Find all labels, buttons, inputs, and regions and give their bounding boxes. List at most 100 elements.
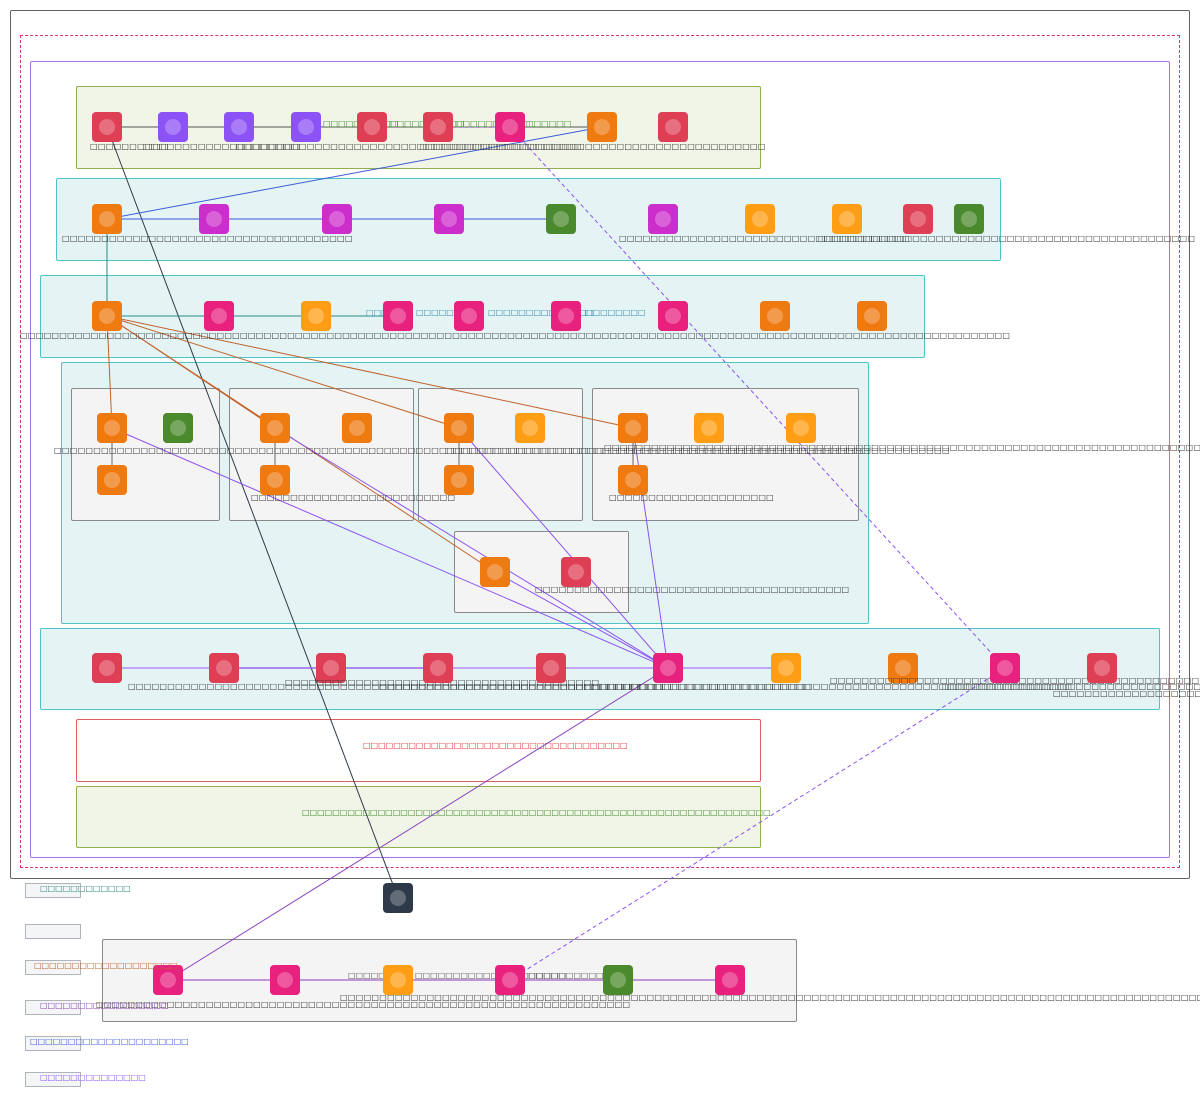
node-b1[interactable] [153, 965, 183, 995]
node-c3b[interactable] [515, 413, 545, 443]
node-dark[interactable] [383, 883, 413, 913]
edge-label: □□□□□□ [526, 119, 572, 128]
node-n3[interactable] [224, 112, 254, 142]
node-r4g[interactable] [771, 653, 801, 683]
node-r4b[interactable] [209, 653, 239, 683]
node-c4a[interactable] [618, 413, 648, 443]
node-r4c[interactable] [316, 653, 346, 683]
green-box-text: □□□□□□□□□□□□□□□□□□□□□□□□□□□□□□□□□□□□□□□□… [302, 808, 771, 817]
node-label: □□□□□□□□□□□□□□□□□□□□□□□□□□ [251, 493, 456, 502]
node-label: □□□□□□□□□□□□□□□□□□□□□□□□□□□□□□□□□□□□□ [619, 234, 910, 243]
node-label: □□□□□□□□□□□□□□□□□□□□□□□□□□□□□□□□□□□□□ [62, 234, 353, 243]
node-c4c[interactable] [786, 413, 816, 443]
node-r2a[interactable] [92, 204, 122, 234]
node-label: □□□□□□□□□□□□□□□□□□□□□□□□□□□□□□□□□□□□□□□□… [379, 682, 812, 691]
edge-label: □□□□□□□ [348, 971, 401, 980]
node-n2[interactable] [158, 112, 188, 142]
node-n9[interactable] [658, 112, 688, 142]
node-r2b[interactable] [199, 204, 229, 234]
node-r2c[interactable] [322, 204, 352, 234]
node-label: □□□□□□□□□□□□□□□□□□□□□□□□□□□□□□□□□□□□□□□□… [236, 142, 582, 151]
node-b5[interactable] [603, 965, 633, 995]
node-r3b[interactable] [204, 301, 234, 331]
node-n1[interactable] [92, 112, 122, 142]
node-r4h[interactable] [888, 653, 918, 683]
node-n8[interactable] [587, 112, 617, 142]
legend-label: □□□□□□□□□□□□□□□□□ [40, 1001, 169, 1010]
node-label: □□□□□□□□□□□□□□□□□□□□ [143, 142, 301, 151]
node-c2a[interactable] [260, 413, 290, 443]
legend-swatch [25, 883, 81, 898]
edge-label: □□□□ [366, 308, 397, 317]
node-b3[interactable] [383, 965, 413, 995]
node-c2c[interactable] [260, 465, 290, 495]
node-c1b[interactable] [163, 413, 193, 443]
node-b6[interactable] [715, 965, 745, 995]
node-label: □□□□□□□□□□□□□□□□□□□□□□□□□□□□□□□□□□□□□□□□… [1053, 689, 1200, 698]
legend-swatch [25, 960, 81, 975]
node-n5[interactable] [357, 112, 387, 142]
legend-label: □□□□□□□□□□□□□□□□□□□ [34, 961, 178, 970]
node-r2e[interactable] [546, 204, 576, 234]
node-r4a[interactable] [92, 653, 122, 683]
edge-label: □□□□□□□□□ [416, 308, 485, 317]
node-label: □□□□□□□□□□□□□□□□□□□□□□□□□□□□□□□□□□□□□□□□… [942, 682, 1200, 691]
node-label: □□□□□□□□□□□□□□□□□□□□□□□□□□□□□□□□□□□□□□□□… [585, 682, 1073, 691]
node-r2j[interactable] [954, 204, 984, 234]
node-r2d[interactable] [434, 204, 464, 234]
node-r3h[interactable] [760, 301, 790, 331]
node-r3e[interactable] [454, 301, 484, 331]
legend-swatch [25, 1036, 81, 1051]
node-n7[interactable] [495, 112, 525, 142]
node-r3d[interactable] [383, 301, 413, 331]
node-r2f[interactable] [648, 204, 678, 234]
legend-label: □□□□□□□□□□□□ [40, 884, 131, 893]
legend-swatch [25, 924, 81, 939]
node-label: □□□□□□□□□□□□□□□□□□□□□□□□□□□□□□□□□□□□□□□□… [54, 446, 950, 455]
node-label: □□□□□□□□□□□□□□□□□□□□□□□□□□□□□□□□□□□□□□□□… [128, 682, 663, 691]
node-r2i[interactable] [903, 204, 933, 234]
node-c3a[interactable] [444, 413, 474, 443]
node-r3a[interactable] [92, 301, 122, 331]
legend-swatch [25, 1072, 81, 1087]
node-label: □□□□□□□□□□□□□□□□□□□□□□□□□□□□□□□□□□□□□□□□ [535, 585, 850, 594]
legend-label: □□□□□□□□□□□□□□□□□□□□□ [30, 1037, 189, 1046]
node-r4d[interactable] [423, 653, 453, 683]
node-b4[interactable] [495, 965, 525, 995]
node-label: □□□□□□□□□□□□□□□□□□□□□□□□□□□□□□□□□□□□□□□□… [445, 446, 870, 455]
node-label: □□□□□□□□□□□□□□□□□□□□□□□□□□□□□□□□□□□□□□□□… [20, 331, 1011, 340]
edge-label: □□□□□□□□□□□□□□ [528, 971, 634, 980]
node-r3g[interactable] [658, 301, 688, 331]
node-b2[interactable] [270, 965, 300, 995]
node-r4j[interactable] [1087, 653, 1117, 683]
node-n6[interactable] [423, 112, 453, 142]
node-r2g[interactable] [745, 204, 775, 234]
node-c4d[interactable] [618, 465, 648, 495]
node-r3i[interactable] [857, 301, 887, 331]
node-r4e[interactable] [536, 653, 566, 683]
node-label: □□□□□□□□□□ [90, 142, 169, 151]
node-r4i[interactable] [990, 653, 1020, 683]
node-label: □□□□□□□□□□□□□□□□□□□□□ [609, 493, 775, 502]
node-c3c[interactable] [444, 465, 474, 495]
node-c4b[interactable] [694, 413, 724, 443]
node-c1a[interactable] [97, 413, 127, 443]
node-c2b[interactable] [342, 413, 372, 443]
node-c1c[interactable] [97, 465, 127, 495]
node-label: □□□□□□□□□□□□□□□□□□□□□□□□□□□□□□□□□□□□□□□□… [604, 443, 1200, 452]
node-label: □□□□□□□□□□□□□□□□□□□□□□□□□□□□□□□□□□□□□□□□… [340, 993, 1200, 1002]
node-c5a[interactable] [480, 557, 510, 587]
node-label: □□□□□□□□□□□□□□□□□□□□□□□□□□□□□□□□□□□□□□□□… [96, 1000, 631, 1009]
edge-label: □□□□□□□□□□□□□□ [488, 308, 594, 317]
red-box-text: □□□□□□□□□□□□□□□□□□□□□□□□□□□□□□□□□□□ [363, 741, 628, 750]
node-r4f[interactable] [653, 653, 683, 683]
node-r3f[interactable] [551, 301, 581, 331]
node-n4[interactable] [291, 112, 321, 142]
edge-label: □□□□□□□□□□□□□□□□□□□□ [415, 971, 567, 980]
node-label: □□□□□□□□□□□□□□□□□□□□□□□□□□□□□□□□□□□□□□□□… [818, 234, 1196, 243]
node-r3c[interactable] [301, 301, 331, 331]
node-c5b[interactable] [561, 557, 591, 587]
node-r2h[interactable] [832, 204, 862, 234]
edge-label: □□□□□□□□□□ [455, 119, 531, 128]
legend-swatch [25, 1000, 81, 1015]
